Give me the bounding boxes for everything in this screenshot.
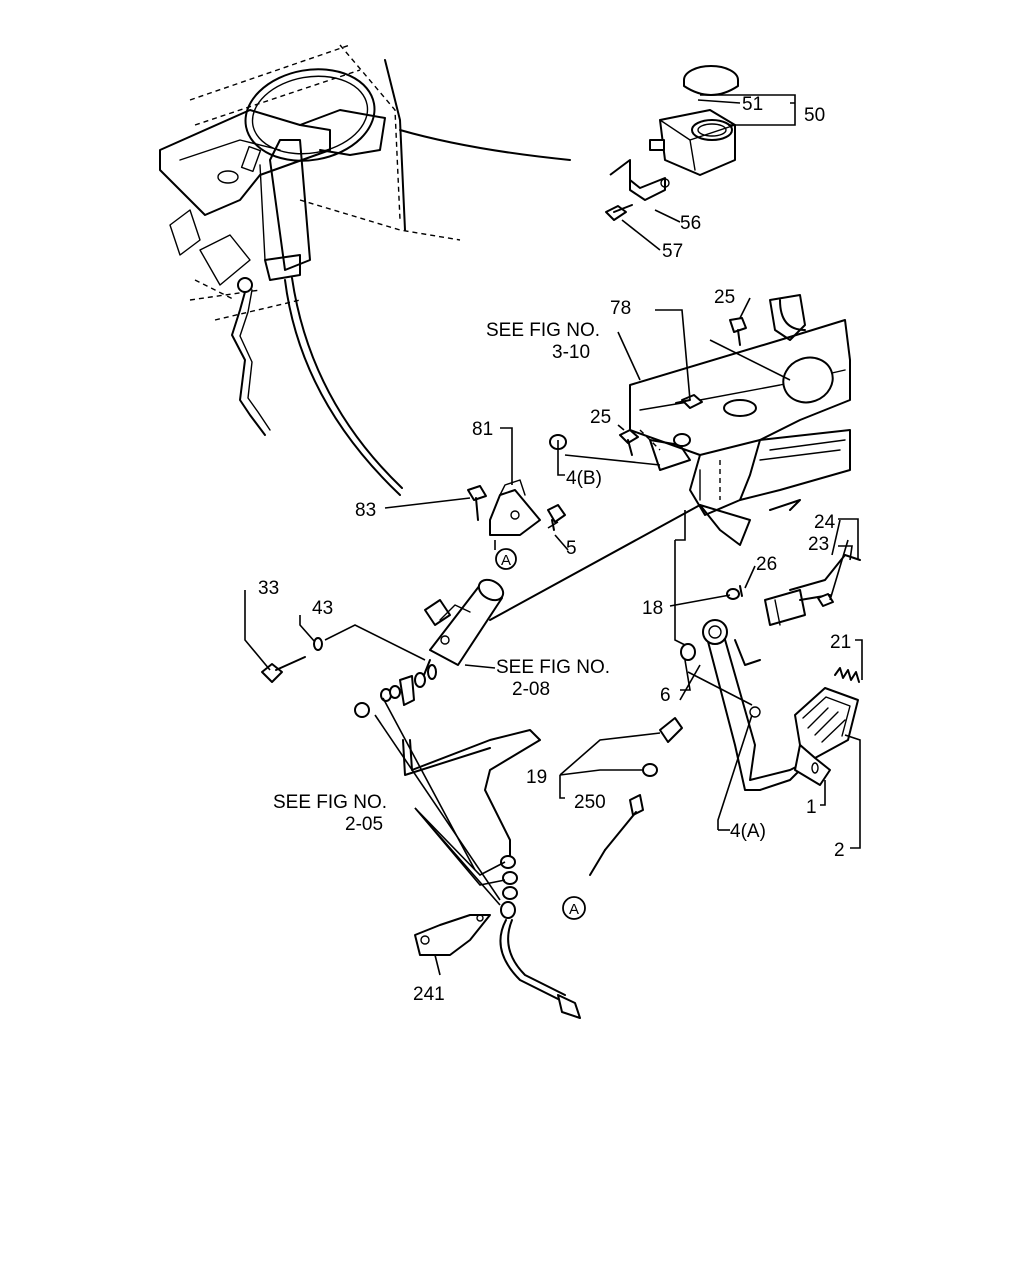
- label-23: 23: [808, 534, 829, 555]
- bolt-23: [817, 593, 834, 607]
- bracket-81: [489, 479, 541, 536]
- ref-fig-2-05-line1: SEE FIG NO.: [273, 792, 387, 813]
- label-78: 78: [610, 298, 631, 319]
- washer-43: [313, 637, 323, 651]
- hydraulic-lines: [354, 664, 581, 1019]
- label-25-upper: 25: [714, 287, 735, 308]
- label-18: 18: [642, 598, 663, 619]
- pushrod-250: [589, 794, 644, 876]
- label-57: 57: [662, 241, 683, 262]
- label-24: 24: [814, 512, 836, 533]
- label-6: 6: [660, 685, 671, 706]
- label-5: 5: [566, 538, 577, 559]
- spring-21: [834, 667, 860, 683]
- ref-fig-2-05-line2: 2-05: [345, 814, 383, 835]
- marker-a-top-text: A: [501, 552, 511, 569]
- label-26: 26: [756, 554, 777, 575]
- pedal-bracket-housing: [629, 294, 851, 546]
- label-250: 250: [574, 792, 606, 813]
- bolt-57: [605, 204, 633, 221]
- clevis-19: [642, 717, 683, 777]
- bracket-56: [609, 159, 670, 201]
- bolt-25-lower: [619, 429, 639, 456]
- bushing-6: [680, 643, 696, 661]
- pedal-pad-2: [794, 687, 859, 786]
- ref-fig-3-10-line2: 3-10: [552, 342, 590, 363]
- reservoir-assembly: [649, 65, 739, 176]
- bolt-83: [467, 485, 487, 521]
- label-25-lower: 25: [590, 407, 611, 428]
- label-19: 19: [526, 767, 547, 788]
- ref-fig-3-10-line1: SEE FIG NO.: [486, 320, 600, 341]
- part-labels: 51 50 56 57 78 25 25 81 4(B) 83 5 24 23 …: [258, 94, 851, 1005]
- label-1: 1: [806, 797, 817, 818]
- label-51: 51: [742, 94, 763, 115]
- pin-26: [739, 585, 743, 597]
- label-241: 241: [413, 984, 445, 1005]
- label-33: 33: [258, 578, 279, 599]
- label-43: 43: [312, 598, 333, 619]
- label-50: 50: [804, 105, 825, 126]
- label-4a: 4(A): [730, 821, 766, 842]
- leader-lines: [244, 94, 863, 976]
- label-81: 81: [472, 419, 493, 440]
- bolt-33: [261, 656, 306, 683]
- nut-18: [726, 588, 740, 600]
- label-56: 56: [680, 213, 701, 234]
- ref-fig-2-08-line2: 2-08: [512, 679, 550, 700]
- label-83: 83: [355, 500, 376, 521]
- master-cylinder: [419, 504, 701, 686]
- clutch-pedal-assembly: [702, 554, 861, 791]
- figure-references: SEE FIG NO. 3-10 SEE FIG NO. 2-08 SEE FI…: [273, 320, 610, 835]
- marker-a-top: A: [495, 548, 517, 570]
- marker-a-bottom-text: A: [569, 901, 579, 918]
- bracket-241: [414, 914, 491, 956]
- label-4b: 4(B): [566, 468, 602, 489]
- steering-column-cab-assembly: [159, 44, 571, 496]
- bolt-25-upper: [729, 317, 747, 346]
- ref-fig-2-08-line1: SEE FIG NO.: [496, 657, 610, 678]
- marker-a-bottom: A: [562, 896, 586, 920]
- label-21: 21: [830, 632, 851, 653]
- label-2: 2: [834, 840, 845, 861]
